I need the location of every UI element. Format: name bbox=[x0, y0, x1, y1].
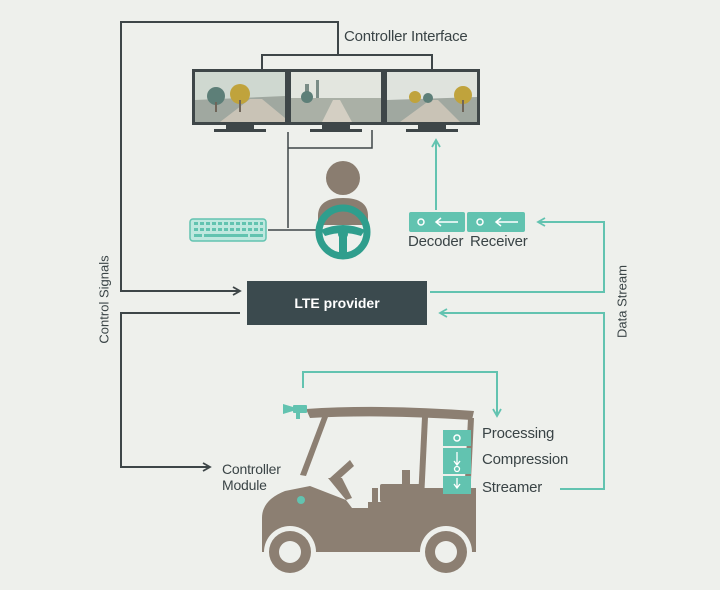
controller-module-label-line2: Module bbox=[222, 477, 267, 493]
decoder-box bbox=[409, 212, 465, 232]
control-signals-label: Control Signals bbox=[96, 255, 112, 344]
data-stream-camera-to-processing bbox=[302, 371, 502, 418]
cart-wheel-rear bbox=[420, 526, 472, 578]
controller-interface-label: Controller Interface bbox=[344, 28, 468, 45]
streamer-label: Streamer bbox=[482, 479, 543, 496]
decoder-label: Decoder bbox=[408, 233, 464, 250]
monitor-bracket bbox=[261, 54, 433, 70]
control-signals-line-out bbox=[120, 312, 240, 472]
receiver-label: Receiver bbox=[470, 233, 528, 250]
receiver-box bbox=[467, 212, 525, 232]
compression-label: Compression bbox=[482, 451, 569, 468]
processing-stack bbox=[443, 430, 471, 494]
steering-wheel bbox=[315, 204, 371, 260]
monitor-left bbox=[192, 69, 288, 132]
monitor-center bbox=[288, 69, 384, 132]
data-stream-lte-to-receiver bbox=[430, 217, 605, 293]
controller-module-label-line1: Controller bbox=[222, 461, 281, 477]
controller-module-dot bbox=[297, 496, 305, 504]
data-stream-label: Data Stream bbox=[614, 265, 630, 338]
cart-wheel-front bbox=[264, 526, 316, 578]
camera-icon bbox=[283, 404, 307, 419]
control-signals-line-in bbox=[120, 21, 339, 296]
input-cabling bbox=[268, 130, 373, 231]
lte-provider-box: LTE provider bbox=[247, 281, 427, 325]
data-stream-streamer-to-lte bbox=[438, 308, 605, 490]
keyboard bbox=[189, 218, 267, 242]
monitor-right bbox=[384, 69, 480, 132]
lte-provider-label: LTE provider bbox=[294, 295, 380, 311]
processing-label: Processing bbox=[482, 425, 555, 442]
